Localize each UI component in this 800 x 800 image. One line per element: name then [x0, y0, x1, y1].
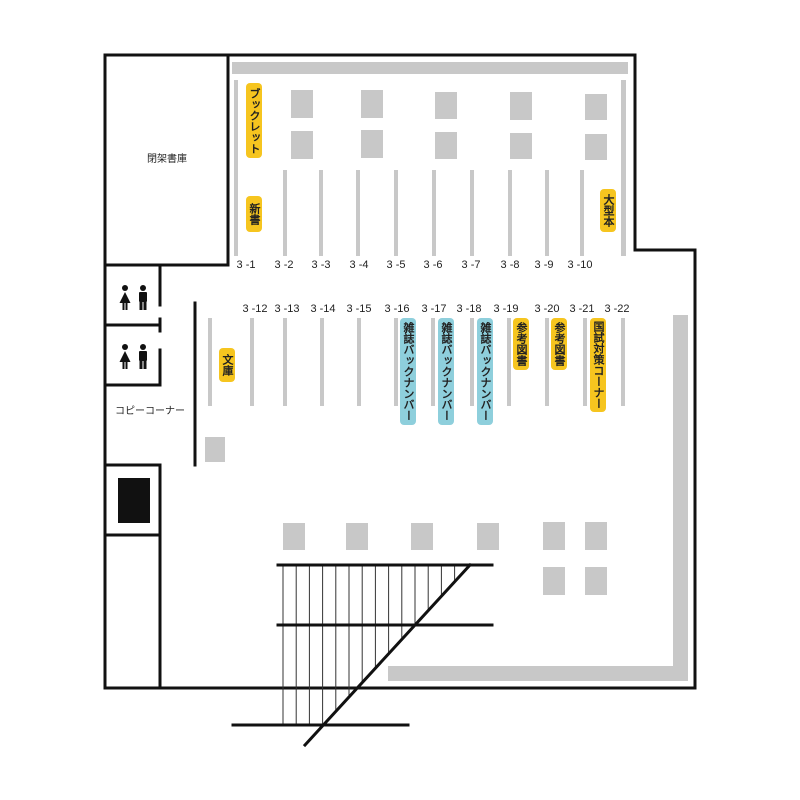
category-label-magazine-back-numbers: 雑誌バックナンバー [438, 318, 454, 425]
shelf [432, 170, 436, 256]
shelf [545, 318, 549, 406]
shelf [508, 170, 512, 256]
shelf-number: 3 -17 [421, 303, 447, 315]
stairs-icon [231, 562, 494, 748]
shelf [357, 318, 361, 406]
table [346, 523, 368, 550]
shelf [394, 318, 398, 406]
shelf [431, 318, 435, 406]
table [435, 92, 457, 119]
shelf-number: 3 -22 [604, 303, 630, 315]
shelf-oversize [621, 80, 626, 256]
table [510, 133, 532, 159]
shelf-number: 3 -21 [569, 303, 595, 315]
category-label-oversize: 大型本 [600, 189, 616, 232]
table [585, 94, 607, 120]
shelf [507, 318, 511, 406]
shelf [283, 170, 287, 256]
table [205, 437, 225, 462]
table [291, 90, 313, 118]
shelf [580, 170, 584, 256]
table [283, 523, 305, 550]
shelf [545, 170, 549, 256]
shelf [320, 318, 324, 406]
shelf-number: 3 -10 [567, 259, 593, 271]
shelf-number: 3 -6 [423, 259, 443, 271]
shelf-number: 3 -1 [236, 259, 256, 271]
shelf [250, 318, 254, 406]
shelf [319, 170, 323, 256]
wall-shelf-right [673, 315, 688, 668]
wall-shelf-bottom [388, 666, 688, 681]
stair-steps [282, 565, 469, 725]
shelf-booklet [234, 80, 238, 256]
shelf [470, 318, 474, 406]
table [361, 130, 383, 158]
shelf [470, 170, 474, 256]
table [543, 522, 565, 550]
table [291, 131, 313, 159]
category-label-magazine-back-numbers: 雑誌バックナンバー [477, 318, 493, 425]
copy-corner-label: コピーコーナー [115, 406, 185, 417]
category-label-exam-prep: 国試対策コーナー [590, 318, 606, 412]
category-label-reference: 参考図書 [513, 318, 529, 370]
category-label-booklet: ブックレット [246, 83, 262, 158]
shelf-number: 3 -3 [311, 259, 331, 271]
outer-wall [103, 53, 697, 690]
category-label-shinsho: 新書 [246, 196, 262, 232]
shelf [583, 318, 587, 406]
category-label-reference: 参考図書 [551, 318, 567, 370]
shelf [394, 170, 398, 256]
shelf [283, 318, 287, 406]
table [435, 132, 457, 159]
elevator-icon [118, 478, 150, 523]
table [585, 134, 607, 160]
restroom-female-icon [119, 344, 131, 369]
category-label-bunko: 文庫 [219, 348, 235, 382]
shelf-number: 3 -12 [242, 303, 268, 315]
closed-stacks-label: 閉架書庫 [147, 154, 187, 165]
category-label-magazine-back-numbers: 雑誌バックナンバー [400, 318, 416, 425]
table [510, 92, 532, 120]
shelf-number: 3 -9 [534, 259, 554, 271]
table [361, 90, 383, 118]
shelf-number: 3 -4 [349, 259, 369, 271]
shelf-number: 3 -14 [310, 303, 336, 315]
shelf [621, 318, 625, 406]
table [585, 567, 607, 595]
shelf-number: 3 -18 [456, 303, 482, 315]
restroom-female-icon [119, 285, 131, 310]
shelf [356, 170, 360, 256]
shelf-number: 3 -2 [274, 259, 294, 271]
shelf-number: 3 -20 [534, 303, 560, 315]
restroom-male-icon [139, 344, 147, 369]
shelf-number: 3 -15 [346, 303, 372, 315]
shelf-number: 3 -7 [461, 259, 481, 271]
shelf [208, 318, 212, 406]
table [477, 523, 499, 550]
stair-diagonal [302, 562, 473, 748]
shelf-number: 3 -16 [384, 303, 410, 315]
shelf-number: 3 -5 [386, 259, 406, 271]
table [411, 523, 433, 550]
restroom-male-icon [139, 285, 147, 310]
table [543, 567, 565, 595]
shelf-number: 3 -19 [493, 303, 519, 315]
shelf-number: 3 -13 [274, 303, 300, 315]
wall-shelf-top [232, 62, 628, 74]
table [585, 522, 607, 550]
shelf-number: 3 -8 [500, 259, 520, 271]
